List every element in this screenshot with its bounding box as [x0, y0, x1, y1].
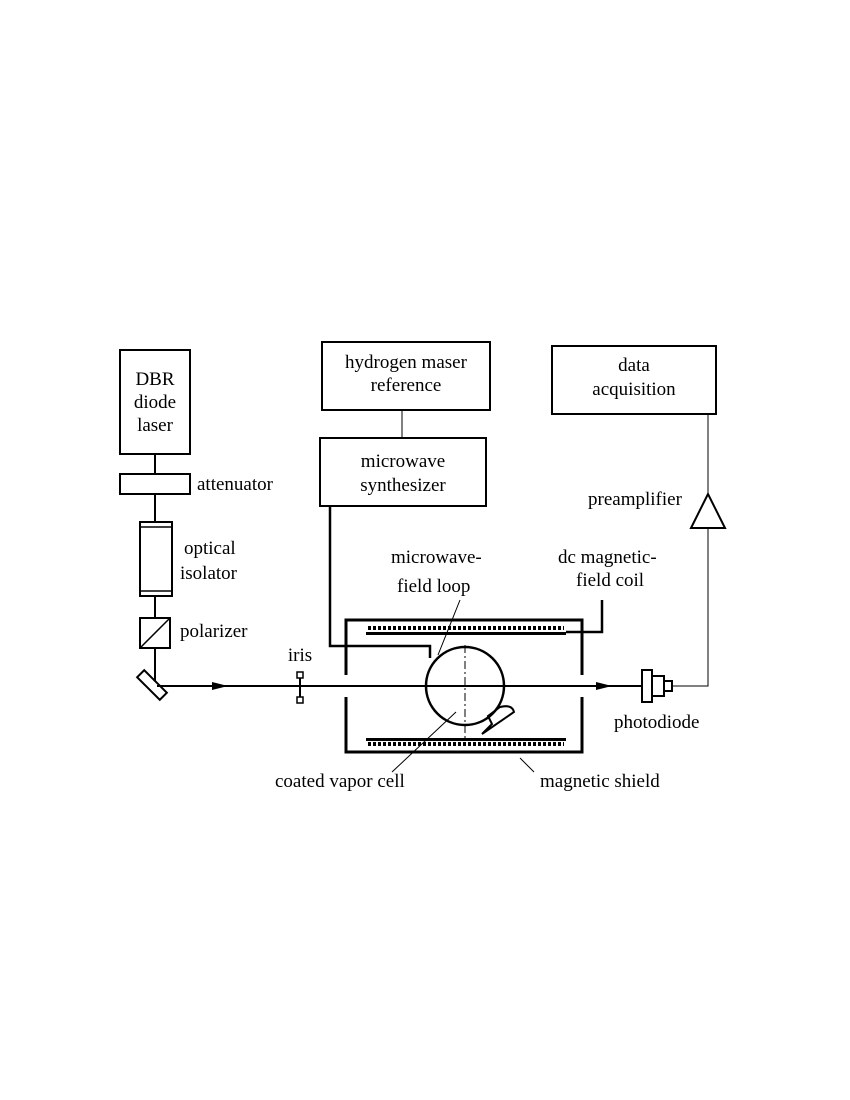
- data-acquisition: data acquisition: [551, 345, 717, 415]
- coil-label-line1: dc magnetic-: [558, 547, 657, 568]
- hydrogen-maser-reference: hydrogen maser reference: [321, 341, 491, 411]
- maser-label-line1: hydrogen maser: [345, 352, 468, 373]
- shield-leader: [519, 757, 535, 773]
- vapor-cell-label: coated vapor cell: [275, 771, 405, 792]
- isolator-label-line2: isolator: [180, 563, 238, 584]
- preamplifier: preamplifier: [588, 489, 727, 529]
- microwave-synthesizer: microwave synthesizer: [319, 437, 487, 507]
- attenuator: attenuator: [119, 473, 274, 495]
- photodiode-preamp-wire: [672, 528, 709, 687]
- isolator-label-line1: optical: [184, 538, 236, 559]
- laser-label-line2: diode: [134, 392, 176, 413]
- shield-label: magnetic shield: [540, 771, 660, 792]
- synth-label-line2: synthesizer: [360, 475, 446, 496]
- photodiode: photodiode: [614, 669, 700, 733]
- daq-label-line1: data: [618, 355, 650, 376]
- coil-label-line2: field coil: [576, 570, 644, 591]
- mirror: [135, 668, 169, 702]
- loop-label-line2: field loop: [397, 576, 470, 597]
- dbr-diode-laser: DBR diode laser: [119, 349, 191, 455]
- dc-magnetic-field-coil: [366, 600, 604, 746]
- optical-isolator: optical isolator: [139, 521, 238, 597]
- iris-label: iris: [288, 645, 312, 666]
- polarizer: polarizer: [139, 617, 248, 649]
- photodiode-label: photodiode: [614, 712, 700, 733]
- magnetic-shield: [344, 618, 584, 754]
- maser-label-line2: reference: [371, 375, 442, 396]
- preamplifier-label: preamplifier: [588, 489, 683, 510]
- laser-label-line1: DBR: [135, 369, 174, 390]
- loop-label-line1: microwave-: [391, 547, 482, 568]
- synth-label-line1: microwave: [361, 451, 445, 472]
- microwave-cable: [328, 506, 432, 658]
- iris: iris: [288, 645, 312, 704]
- daq-label-line2: acquisition: [592, 379, 676, 400]
- coated-vapor-cell: coated vapor cell: [275, 645, 516, 792]
- loop-leader: [437, 599, 461, 656]
- vapor-cell-leader: [391, 711, 457, 773]
- laser-label-line3: laser: [137, 415, 174, 436]
- attenuator-label: attenuator: [197, 474, 274, 495]
- polarizer-label: polarizer: [180, 621, 248, 642]
